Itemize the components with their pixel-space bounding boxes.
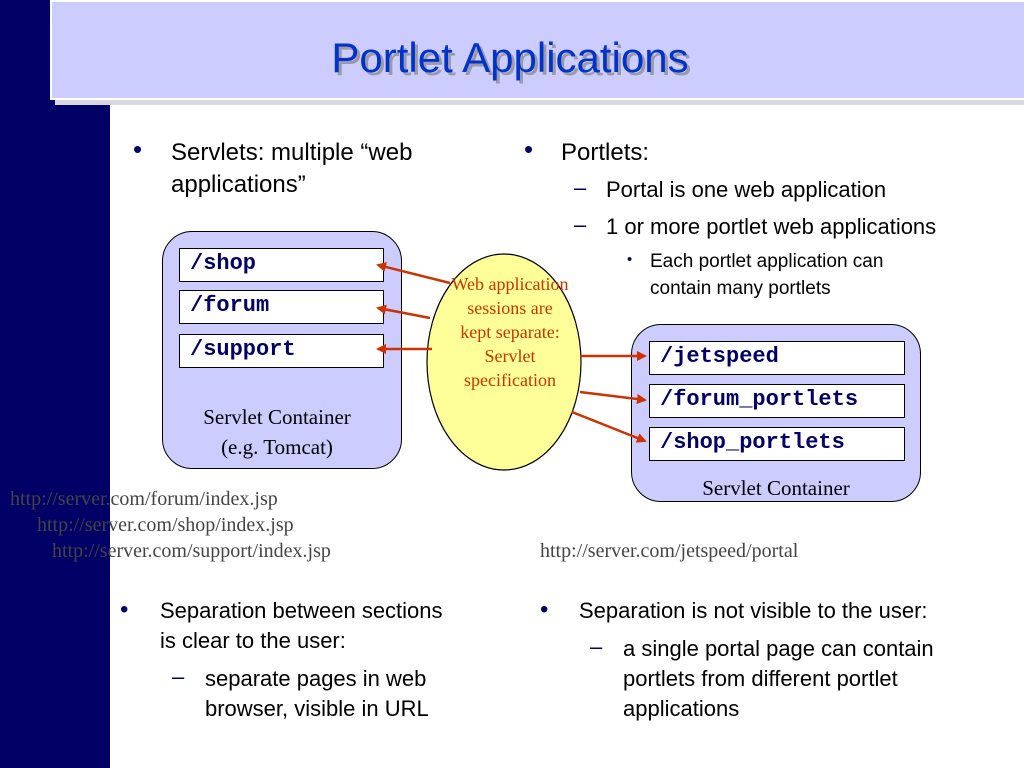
portlet-webapps-text: 1 or more portlet web applications xyxy=(606,214,937,239)
url-shop: http://server.com/shop/index.jsp xyxy=(37,514,294,536)
ellipse-line: sessions are xyxy=(467,298,553,318)
dash-marker: – xyxy=(172,664,185,689)
sidebar-band xyxy=(0,0,110,768)
app-box-shop: /shop xyxy=(179,248,384,282)
container-label-line2: (e.g. Tomcat) xyxy=(221,435,333,459)
ellipse-line: Servlet xyxy=(484,346,536,366)
dash-marker: – xyxy=(590,634,603,659)
app-box-forum-portlets: /forum_portlets xyxy=(649,384,905,418)
dash-marker: – xyxy=(574,212,587,237)
url-support: http://server.com/support/index.jsp xyxy=(52,540,331,562)
container-label-line1: Servlet Container xyxy=(203,405,351,429)
app-box-support: /support xyxy=(179,334,384,368)
servlets-heading-line1: Servlets: multiple “web xyxy=(171,139,413,166)
bullet-marker: • xyxy=(133,134,143,164)
dash-marker: – xyxy=(574,175,587,200)
ellipse-line: specification xyxy=(464,370,556,390)
app-box-jetspeed: /jetspeed xyxy=(649,341,905,375)
bullet-marker: • xyxy=(120,596,129,623)
slide-title: Portlet Applications xyxy=(331,34,689,81)
separation-clear-line2: is clear to the user: xyxy=(160,628,346,653)
separation-clear-line1: Separation between sections xyxy=(160,598,443,623)
bullet-marker: • xyxy=(540,596,549,623)
separate-pages-line2: browser, visible in URL xyxy=(205,696,429,721)
portal-one-webapp-text: Portal is one web application xyxy=(606,177,887,202)
single-portal-line3: applications xyxy=(623,696,740,721)
servlet-container-label: Servlet Container (e.g. Tomcat) xyxy=(162,402,392,462)
ellipse-line: kept separate: xyxy=(460,322,560,342)
servlets-heading-line2: applications” xyxy=(171,171,306,198)
url-portal: http://server.com/jetspeed/portal xyxy=(540,540,799,562)
separation-not-visible: Separation is not visible to the user: xyxy=(579,598,928,623)
portlets-heading: Portlets: xyxy=(561,139,650,166)
bullet-marker: • xyxy=(524,134,534,164)
app-box-shop-portlets: /shop_portlets xyxy=(649,427,905,461)
single-portal-line1: a single portal page can contain xyxy=(623,636,934,661)
ellipse-caption: Web application sessions are kept separa… xyxy=(430,272,590,392)
separate-pages-line1: separate pages in web xyxy=(205,666,427,691)
url-forum: http://server.com/forum/index.jsp xyxy=(10,488,278,510)
servlet-container-label-right: Servlet Container xyxy=(702,476,850,500)
ellipse-line: Web application xyxy=(451,274,569,294)
small-bullet-marker: • xyxy=(627,251,633,268)
app-box-forum: /forum xyxy=(179,290,384,324)
single-portal-line2: portlets from different portlet xyxy=(623,666,898,691)
title-bar xyxy=(50,0,1024,100)
each-portlet-app-line2: contain many portlets xyxy=(650,278,831,299)
each-portlet-app-line1: Each portlet application can xyxy=(650,251,884,272)
